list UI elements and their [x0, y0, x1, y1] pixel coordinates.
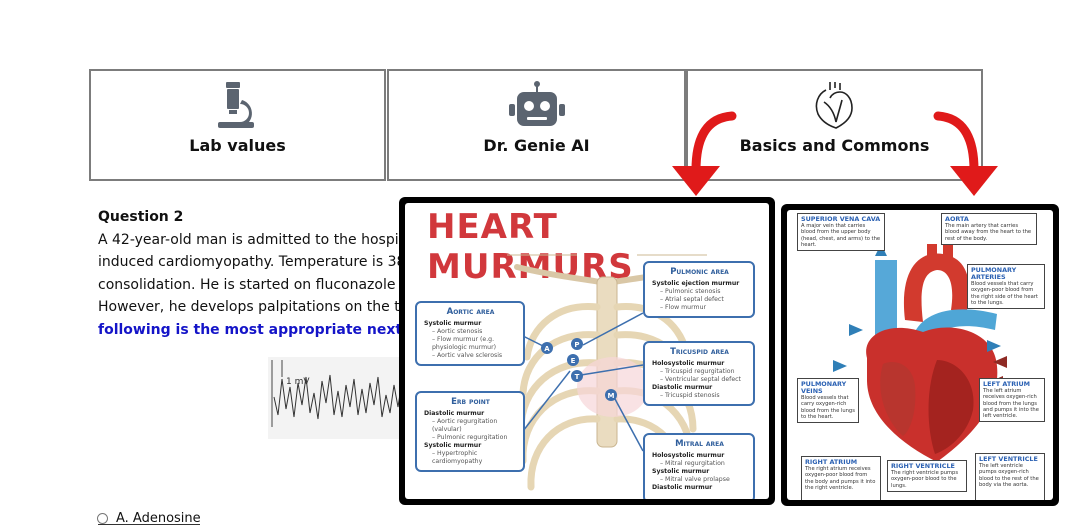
label-superior-vena-cava: SUPERIOR VENA CAVA A major vein that car…	[797, 213, 885, 252]
question-line: A 42-year-old man is admitted to the hos…	[98, 231, 413, 248]
tricuspid-area-title: Tricuspid area	[670, 347, 729, 357]
tile-label: Basics and Commons	[739, 136, 930, 155]
label-text: Blood vessels that carry oxygen-poor blo…	[971, 281, 1038, 306]
murmur-line: – Mitral regurgitation	[660, 460, 725, 467]
murmur-line: – Pulmonic stenosis	[660, 288, 721, 295]
label-text: The left ventricle pumps oxygen-rich blo…	[979, 463, 1039, 488]
connector-lines	[516, 312, 644, 452]
heart-anatomy-image: SUPERIOR VENA CAVA A major vein that car…	[787, 210, 1053, 500]
radio-button[interactable]	[97, 513, 108, 524]
murmur-line: – Mitral valve prolapse	[660, 476, 730, 483]
erb-point-title: Erb point	[451, 397, 490, 407]
murmur-line: Systolic murmur	[424, 320, 482, 327]
tile-basics-and-commons[interactable]: Basics and Commons	[686, 69, 983, 181]
heart-murmurs-image: HEART MURMURS	[405, 203, 769, 499]
label-title: LEFT ATRIUM	[983, 380, 1031, 388]
murmur-line: Diastolic murmur	[652, 484, 713, 491]
label-title: RIGHT ATRIUM	[805, 458, 858, 466]
murmur-line: physiologic murmur)	[432, 344, 497, 351]
aortic-area-title: Aortic area	[446, 307, 495, 317]
microscope-icon	[212, 79, 264, 131]
erb-point-box: Erb point Diastolic murmur – Aortic regu…	[415, 391, 525, 472]
label-title: LEFT VENTRICLE	[979, 455, 1038, 463]
label-text: The right atrium receives oxygen-poor bl…	[805, 466, 876, 491]
question-line: consolidation. He is started on fluconaz…	[98, 276, 418, 293]
murmur-line: – Aortic stenosis	[432, 328, 483, 335]
marker-label: E	[571, 357, 576, 365]
label-text: The left atrium receives oxygen-rich blo…	[983, 388, 1039, 420]
murmur-line: – Ventricular septal defect	[660, 376, 741, 383]
murmur-line: – Pulmonic regurgitation	[432, 434, 508, 441]
label-left-ventricle: LEFT VENTRICLE The left ventricle pumps …	[975, 453, 1045, 500]
murmur-line: Diastolic murmur	[652, 384, 713, 391]
question-title: Question 2	[98, 209, 184, 225]
tile-dr-genie-ai[interactable]: Dr. Genie AI	[387, 69, 686, 181]
marker-label: M	[608, 392, 615, 400]
label-title: PULMONARY VEINS	[801, 380, 847, 395]
pulmonic-area-title: Pulmonic area	[670, 267, 729, 277]
label-text: A major vein that carries blood from the…	[801, 223, 881, 248]
marker-label: T	[575, 373, 580, 381]
heart-illustration	[833, 242, 1007, 462]
question-line: However, he develops palpitations on the…	[98, 299, 419, 315]
marker-label: A	[544, 345, 550, 353]
tile-label: Dr. Genie AI	[483, 136, 590, 155]
robot-icon	[507, 79, 567, 131]
label-pulmonary-veins: PULMONARY VEINS Blood vessels that carry…	[797, 378, 859, 424]
murmur-line: – Flow murmur (e.g.	[432, 336, 495, 343]
murmur-line: cardiomyopathy	[432, 458, 483, 465]
murmur-line: – Aortic regurgitation	[432, 418, 498, 425]
murmur-line: – Tricuspid regurgitation	[660, 368, 735, 375]
red-arrow-right	[933, 111, 998, 196]
option-underline	[98, 524, 200, 525]
label-title: RIGHT VENTRICLE	[891, 462, 955, 470]
answer-option[interactable]: A. Adenosine	[97, 511, 201, 526]
mitral-area-box: Mitral area Holosystolic murmur – Mitral…	[643, 433, 755, 499]
label-right-ventricle: RIGHT VENTRICLE The right ventricle pump…	[887, 460, 967, 492]
auscultation-markers: A P E T M	[541, 338, 617, 401]
murmur-line: – Aortic valve sclerosis	[432, 352, 503, 359]
label-pulmonary-arteries: PULMONARY ARTERIES Blood vessels that ca…	[967, 264, 1045, 310]
label-text: The right ventricle pumps oxygen-poor bl…	[891, 470, 959, 489]
label-title: PULMONARY ARTERIES	[971, 266, 1017, 281]
tile-lab-values[interactable]: Lab values	[89, 69, 386, 181]
label-right-atrium: RIGHT ATRIUM The right atrium receives o…	[801, 456, 881, 500]
answer-option-label: A. Adenosine	[116, 511, 201, 526]
ecg-scale-label: 1 mV	[286, 377, 310, 387]
murmur-line: – Hypertrophic	[432, 450, 478, 457]
label-text: The main artery that carries blood away …	[945, 223, 1032, 242]
murmur-line: – Flow murmur	[660, 304, 707, 311]
question-block: Question 2 A 42-year-old man is admitted…	[98, 206, 788, 341]
label-aorta: AORTA The main artery that carries blood…	[941, 213, 1037, 245]
marker-label: P	[574, 341, 579, 349]
ecg-strip-image: 1 mV	[268, 357, 418, 439]
label-left-atrium: LEFT ATRIUM The left atrium receives oxy…	[979, 378, 1045, 423]
heart-icon	[812, 79, 858, 131]
murmur-line: Diastolic murmur	[424, 410, 485, 417]
heart-anatomy-panel: SUPERIOR VENA CAVA A major vein that car…	[781, 204, 1059, 506]
murmur-line: – Atrial septal defect	[660, 296, 724, 303]
murmur-line: Systolic murmur	[652, 468, 710, 475]
pulmonic-area-box: Pulmonic area Systolic ejection murmur –…	[643, 261, 755, 318]
murmur-line: (valvular)	[432, 426, 462, 433]
question-line: induced cardiomyopathy. Temperature is 3…	[98, 254, 410, 270]
murmur-line: Systolic ejection murmur	[652, 280, 740, 287]
murmur-line: Holosystolic murmur	[652, 452, 725, 459]
mitral-area-title: Mitral area	[675, 439, 724, 449]
murmur-line: Holosystolic murmur	[652, 360, 725, 367]
label-title: AORTA	[945, 215, 969, 223]
heart-murmurs-panel: HEART MURMURS	[399, 197, 775, 505]
question-ask: following is the most appropriate next s…	[98, 321, 442, 338]
aortic-area-box: Aortic area Systolic murmur – Aortic ste…	[415, 301, 525, 366]
label-text: Blood vessels that carry oxygen-rich blo…	[801, 395, 855, 420]
label-title: SUPERIOR VENA CAVA	[801, 215, 881, 223]
murmur-line: – Tricuspid stenosis	[660, 392, 720, 399]
tile-label: Lab values	[189, 136, 286, 155]
tricuspid-area-box: Tricuspid area Holosystolic murmur – Tri…	[643, 341, 755, 406]
murmur-line: Systolic murmur	[424, 442, 482, 449]
red-arrow-left	[672, 111, 737, 196]
